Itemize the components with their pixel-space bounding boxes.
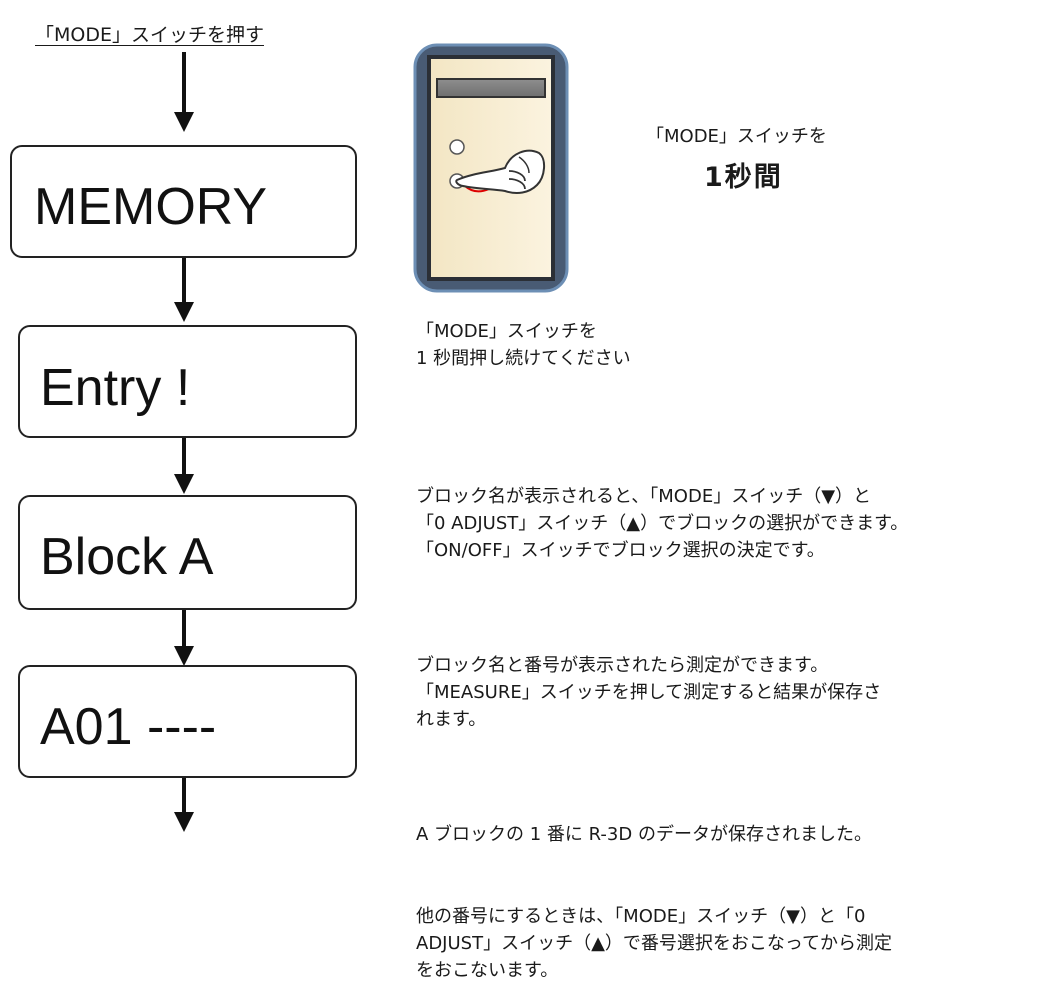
other-number-description-line: をおこないます。 xyxy=(416,960,559,981)
device-note-duration: 1秒間 xyxy=(704,162,783,193)
entry-description: 「MODE」スイッチを 1 秒間押し続けてください xyxy=(416,318,631,372)
entry-description-line: 「MODE」スイッチを xyxy=(416,321,597,342)
saved-message: A ブロックの 1 番に R-3D のデータが保存されました。 xyxy=(416,824,872,845)
block-description: ブロック名が表示されると、「MODE」スイッチ（▼）と 「0 ADJUST」スイ… xyxy=(416,483,908,564)
screen-block: Block A xyxy=(18,495,357,610)
flow-arrow-3 xyxy=(174,438,194,494)
measure-description-line: ブロック名と番号が表示されたら測定ができます。 xyxy=(416,655,829,676)
pointing-hand-icon xyxy=(455,149,545,194)
block-description-line: 「0 ADJUST」スイッチ（▲）でブロックの選択ができます。 xyxy=(416,513,909,534)
screen-entry: Entry ! xyxy=(18,325,357,438)
flow-arrow-5 xyxy=(174,778,194,832)
block-description-line: ブロック名が表示されると、「MODE」スイッチ（▼）と xyxy=(416,486,872,507)
flow-arrow-1 xyxy=(174,52,194,132)
screen-number: A01 ---- xyxy=(18,665,357,778)
start-instruction: 「MODE」スイッチを押す xyxy=(35,24,264,46)
block-description-line: 「ON/OFF」スイッチでブロック選択の決定です。 xyxy=(416,540,825,561)
device-note-label: 「MODE」スイッチを xyxy=(646,126,827,147)
device-button-upper xyxy=(449,139,465,155)
measure-description: ブロック名と番号が表示されたら測定ができます。 「MEASURE」スイッチを押し… xyxy=(416,652,881,733)
measure-description-line: 「MEASURE」スイッチを押して測定すると結果が保存さ xyxy=(416,682,882,703)
other-number-description-line: ADJUST」スイッチ（▲）で番号選択をおこなってから測定 xyxy=(416,933,893,954)
other-number-description: 他の番号にするときは、「MODE」スイッチ（▼）と「0 ADJUST」スイッチ（… xyxy=(416,903,892,984)
device-display xyxy=(436,78,546,98)
flow-arrow-2 xyxy=(174,258,194,322)
flow-arrow-4 xyxy=(174,610,194,666)
measure-description-line: れます。 xyxy=(416,709,487,730)
device-illustration xyxy=(413,43,569,293)
entry-description-line: 1 秒間押し続けてください xyxy=(416,348,631,369)
screen-memory: MEMORY xyxy=(10,145,357,258)
other-number-description-line: 他の番号にするときは、「MODE」スイッチ（▼）と「0 xyxy=(416,906,866,927)
